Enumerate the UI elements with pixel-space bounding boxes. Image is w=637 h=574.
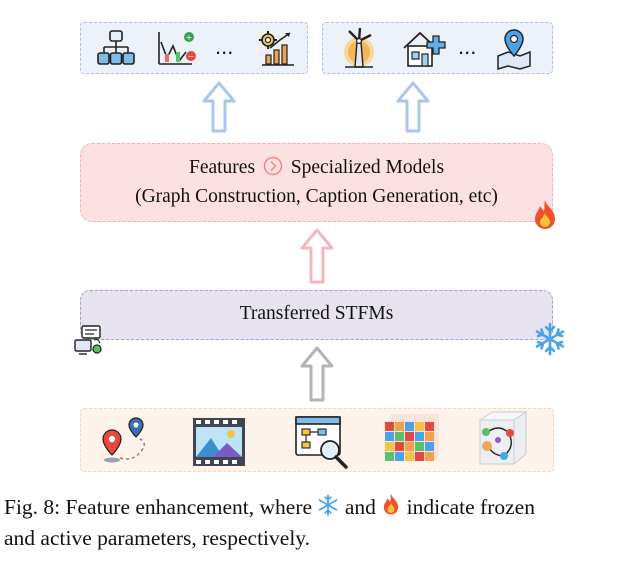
caption-line-1: Fig. 8: Feature enhancement, where and i… — [4, 492, 634, 523]
fire-icon — [531, 199, 559, 231]
specialized-models-label: Specialized Models — [290, 157, 445, 178]
health-house-icon — [402, 26, 448, 70]
top-left-ellipsis: ... — [215, 34, 234, 59]
svg-text:−: − — [188, 52, 195, 61]
svg-text:+: + — [186, 33, 193, 42]
caption-suffix: indicate frozen — [406, 495, 535, 519]
up-arrow-left-blue — [202, 81, 236, 133]
transferred-stfms-label: Transferred STFMs — [239, 303, 394, 324]
caption-fire-icon — [381, 493, 401, 516]
org-chart-icon — [96, 28, 136, 68]
flowchart-search-icon — [294, 414, 350, 470]
transferred-stfms-box: Transferred STFMs — [80, 290, 553, 340]
features-models-line: Features Specialized Models — [81, 156, 552, 179]
snowflake-icon — [533, 322, 567, 356]
stock-chart-icon: + − — [156, 28, 198, 68]
map-pin-icon — [494, 26, 534, 70]
caption-and: and — [344, 495, 376, 519]
gear-growth-icon — [256, 28, 298, 68]
caption-line-2: and active parameters, respectively. — [4, 526, 311, 550]
wind-turbine-icon — [337, 26, 381, 70]
caption-prefix: Fig. 8: Feature enhancement, where — [4, 495, 313, 519]
caption-snowflake-icon — [317, 494, 339, 516]
figure-caption: Fig. 8: Feature enhancement, where and i… — [4, 492, 634, 554]
graph-cube-icon — [474, 410, 532, 468]
up-arrow-right-blue — [396, 81, 430, 133]
image-film-icon — [191, 416, 247, 468]
top-right-ellipsis: ... — [458, 34, 477, 59]
computer-transfer-icon — [72, 324, 106, 358]
circle-chevron-icon — [263, 156, 283, 176]
specialized-models-box: Features Specialized Models (Graph Const… — [80, 143, 553, 222]
features-label: Features — [188, 157, 256, 178]
up-arrow-gray — [300, 346, 334, 402]
tasks-line: (Graph Construction, Caption Generation,… — [135, 186, 498, 207]
trajectory-pin-icon — [98, 414, 154, 468]
up-arrow-pink — [300, 228, 334, 284]
color-grid-tensor-icon — [383, 412, 441, 468]
